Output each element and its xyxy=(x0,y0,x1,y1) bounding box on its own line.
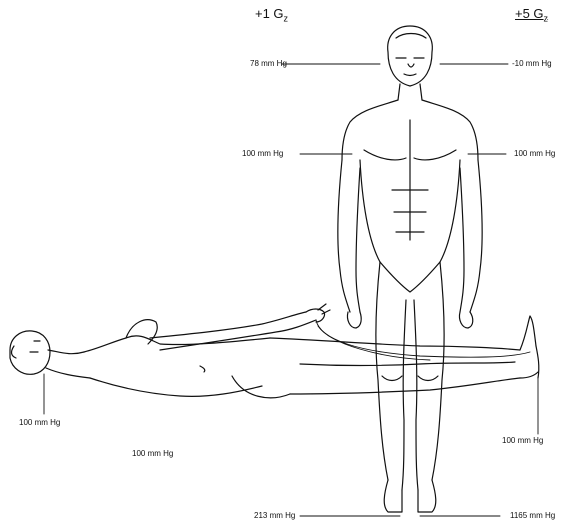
label-supine-feet: 100 mm Hg xyxy=(502,436,543,446)
label-head-1gz: 78 mm Hg xyxy=(250,59,287,69)
label-feet-1gz: 213 mm Hg xyxy=(254,511,295,521)
label-heart-1gz: 100 mm Hg xyxy=(242,149,283,159)
label-head-5gz: -10 mm Hg xyxy=(512,59,552,69)
header-plus-five-gz: +5 Gz xyxy=(515,6,548,27)
header-plus-one-gz-axis: z xyxy=(284,14,289,24)
header-plus-one-gz-value: +1 G xyxy=(255,6,284,21)
label-feet-5gz: 1165 mm Hg xyxy=(510,511,555,521)
label-supine-body: 100 mm Hg xyxy=(132,449,173,459)
label-supine-head: 100 mm Hg xyxy=(19,418,60,428)
header-plus-five-gz-value: +5 G xyxy=(515,6,544,21)
pressure-connector-lines xyxy=(44,64,538,516)
header-plus-one-gz: +1 Gz xyxy=(255,6,288,27)
standing-figure xyxy=(338,26,482,512)
header-plus-five-gz-axis: z xyxy=(544,14,549,24)
label-heart-5gz: 100 mm Hg xyxy=(514,149,555,159)
